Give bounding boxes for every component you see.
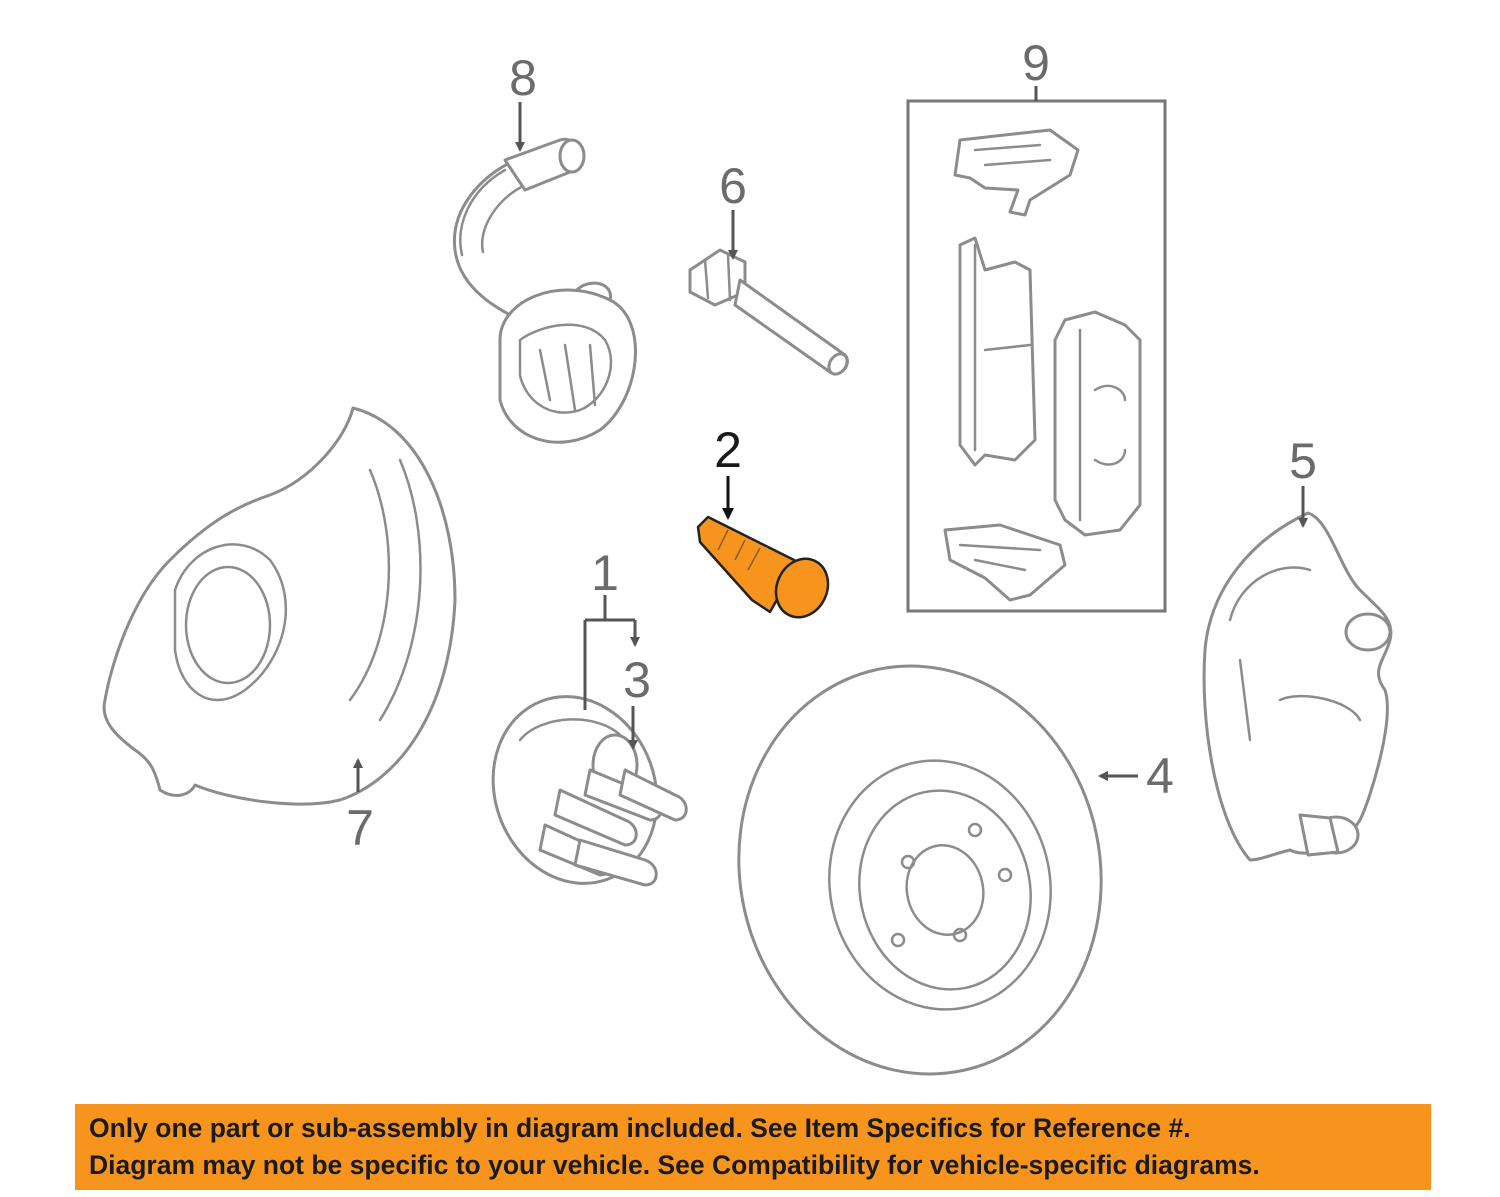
part-7-splash-shield: [102, 406, 457, 806]
leader-1: [583, 595, 635, 710]
part-1-hub-assembly: [491, 695, 688, 887]
callout-8: 8: [509, 50, 537, 106]
callout-5: 5: [1289, 433, 1317, 489]
part-6-guide-bolt: [688, 248, 849, 376]
disclaimer-line-2: Diagram may not be specific to your vehi…: [89, 1150, 1260, 1180]
callout-4: 4: [1146, 748, 1174, 804]
callout-7: 7: [346, 800, 374, 856]
callout-1: 1: [591, 545, 619, 601]
part-4-brake-rotor: [737, 664, 1103, 1076]
disclaimer-line-1: Only one part or sub-assembly in diagram…: [89, 1113, 1191, 1143]
part-5-brake-caliper: [1202, 511, 1393, 862]
disclaimer-banner: Only one part or sub-assembly in diagram…: [75, 1104, 1431, 1190]
callout-3: 3: [623, 652, 651, 708]
part-9-pad-kit: [906, 99, 1167, 613]
callout-9: 9: [1022, 35, 1050, 91]
callout-6: 6: [719, 158, 747, 214]
part-2-wheel-stud-highlighted: [696, 515, 830, 619]
part-8-brake-hose: [452, 137, 637, 444]
callout-2: 2: [714, 422, 742, 478]
